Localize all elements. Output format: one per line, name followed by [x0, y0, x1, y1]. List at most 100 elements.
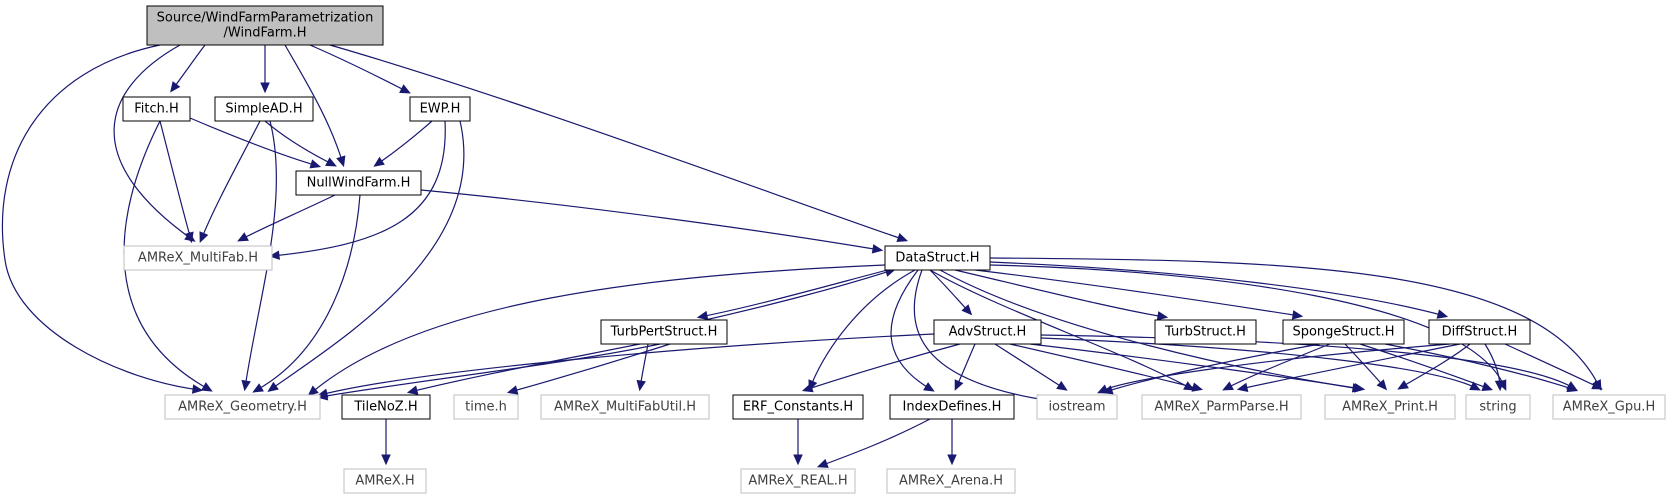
edge-arrowhead	[241, 379, 251, 392]
node-iostream: iostream	[1036, 394, 1118, 420]
edge-arrowhead	[260, 82, 270, 94]
node-print: AMReX_Print.H	[1324, 394, 1456, 420]
node-label: /WindFarm.H	[224, 26, 307, 41]
node-turbpert[interactable]: TurbPertStruct.H	[600, 319, 728, 345]
node-box	[214, 96, 314, 122]
edge-line	[409, 343, 641, 393]
edge-ewp-to-nullwindfarm	[373, 120, 433, 167]
node-box	[884, 245, 991, 271]
node-label: TurbStruct.H	[1164, 325, 1246, 340]
edge-ewp-to-geometry	[267, 120, 465, 392]
node-label: NullWindFarm.H	[307, 176, 411, 191]
node-label: DataStruct.H	[895, 251, 979, 266]
node-windfarm[interactable]: Source/WindFarmParametrization/WindFarm.…	[146, 5, 384, 46]
edge-line	[200, 120, 261, 241]
node-ewp[interactable]: EWP.H	[409, 96, 471, 122]
node-diffstruct[interactable]: DiffStruct.H	[1428, 319, 1531, 345]
node-box	[1552, 394, 1666, 420]
node-multifab: AMReX_MultiFab.H	[123, 245, 273, 271]
edge-arrowhead	[961, 304, 973, 316]
edge-windfarm-to-simplead	[260, 45, 270, 94]
edge-turbpert-to-geometry	[316, 343, 661, 401]
node-label: AMReX_MultiFab.H	[138, 251, 258, 266]
edge-line	[319, 343, 661, 398]
node-turbstruct[interactable]: TurbStruct.H	[1154, 319, 1257, 345]
edge-arrowhead	[947, 454, 957, 466]
node-real: AMReX_REAL.H	[740, 468, 856, 494]
edge-line	[159, 120, 192, 241]
edge-line	[704, 269, 894, 321]
node-indexdefines[interactable]: IndexDefines.H	[889, 394, 1015, 420]
edge-arrowhead	[696, 310, 709, 321]
edge-line	[913, 269, 1046, 401]
node-box	[1036, 394, 1118, 420]
node-box	[123, 245, 273, 271]
node-box	[122, 96, 191, 122]
edge-line	[929, 269, 971, 314]
edge-arrowhead	[1397, 380, 1409, 390]
edge-arrowhead	[896, 233, 909, 243]
node-parmparse: AMReX_ParmParse.H	[1141, 394, 1302, 420]
edge-arrowhead	[307, 385, 319, 397]
edge-line	[309, 44, 409, 93]
edge-datastruct-to-turbpert	[696, 267, 896, 321]
node-nullwindfarm[interactable]: NullWindFarm.H	[295, 170, 422, 196]
node-simplead[interactable]: SimpleAD.H	[214, 96, 314, 122]
edge-datastruct-to-geometry	[307, 264, 886, 397]
edge-turbpert-to-timeh	[506, 343, 671, 395]
edge-arrowhead	[336, 155, 346, 168]
node-datastruct[interactable]: DataStruct.H	[884, 245, 991, 271]
edge-arrowhead	[237, 232, 249, 242]
node-label: AMReX_Print.H	[1342, 400, 1438, 415]
edge-arrowhead	[1222, 381, 1234, 391]
edge-arrowhead	[268, 250, 280, 260]
edge-line	[319, 333, 935, 396]
node-box	[1282, 319, 1405, 345]
graph-nodes: Source/WindFarmParametrization/WindFarm.…	[122, 5, 1666, 494]
edge-advstruct-to-parmparse	[1009, 343, 1204, 392]
node-label: Source/WindFarmParametrization	[157, 11, 374, 26]
edge-line	[271, 120, 446, 257]
edge-spongestruct-to-print	[1344, 343, 1388, 391]
edge-arrowhead	[399, 84, 411, 94]
edge-arrowhead	[381, 454, 391, 466]
node-box	[295, 170, 422, 196]
edge-arrowhead	[1566, 383, 1579, 393]
node-spongestruct[interactable]: SpongeStruct.H	[1282, 319, 1405, 345]
node-box	[600, 319, 728, 345]
edge-turbpert-to-multifabutil	[636, 343, 649, 392]
edge-line	[809, 269, 916, 389]
node-box	[341, 394, 431, 420]
edge-diffstruct-to-parmparse	[1236, 343, 1461, 393]
node-tilenoz[interactable]: TileNoZ.H	[341, 394, 431, 420]
edge-diffstruct-to-gpu	[1504, 343, 1603, 390]
edge-line	[329, 44, 906, 241]
edge-arrowhead	[793, 454, 803, 466]
edge-windfarm-to-ewp	[309, 44, 411, 94]
node-advstruct[interactable]: AdvStruct.H	[933, 319, 1042, 345]
node-box	[540, 394, 710, 420]
edge-arrowhead	[170, 81, 181, 93]
edge-windfarm-to-nullwindfarm	[284, 44, 346, 168]
edge-line	[890, 269, 933, 391]
edge-line	[1104, 343, 1321, 393]
node-fitch[interactable]: Fitch.H	[122, 96, 191, 122]
edge-arrowhead	[1353, 383, 1366, 393]
edge-line	[1224, 343, 1331, 390]
edge-windfarm-to-geometry	[1, 44, 204, 394]
edge-fitch-to-nullwindfarm	[189, 117, 322, 169]
edge-windfarm-to-datastruct	[329, 44, 909, 243]
node-label: AMReX_MultiFabUtil.H	[554, 400, 696, 415]
edge-line	[1029, 343, 1363, 390]
node-box	[886, 468, 1016, 494]
edge-windfarm-to-fitch	[170, 44, 206, 93]
edge-line	[284, 44, 344, 165]
node-label: string	[1479, 400, 1516, 415]
edge-arrowhead	[1056, 380, 1068, 391]
node-string: string	[1465, 394, 1531, 420]
node-box	[933, 319, 1042, 345]
edge-turbpert-to-tilenoz	[406, 343, 641, 395]
edge-line	[189, 117, 319, 167]
node-erfconst[interactable]: ERF_Constants.H	[732, 394, 864, 420]
